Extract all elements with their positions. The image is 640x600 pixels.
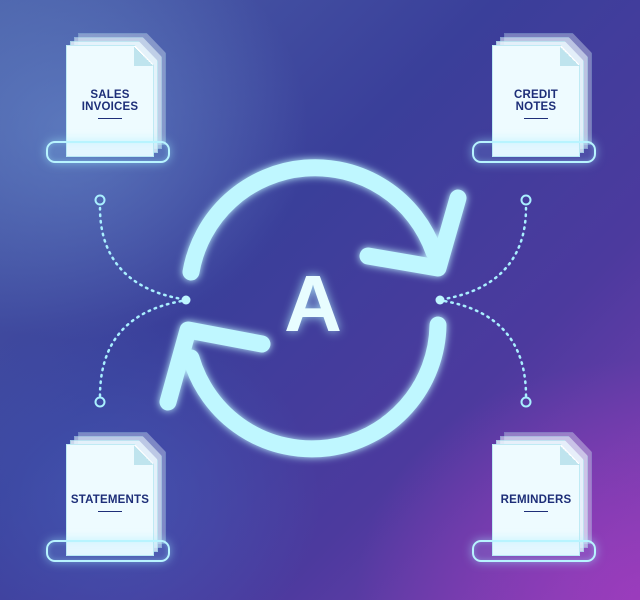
node-bottom-left [94, 396, 106, 408]
document-page: REMINDERS [492, 444, 580, 556]
connector-bottom-left [98, 299, 184, 398]
document-page: STATEMENTS [66, 444, 154, 556]
document-tray [472, 540, 596, 562]
document-tray [46, 141, 170, 163]
doc-credit-notes: CREDIT NOTES [472, 33, 600, 163]
document-tray [472, 141, 596, 163]
doc-label: CREDIT NOTES [513, 88, 558, 113]
document-tray [46, 540, 170, 562]
node-top-left [94, 194, 106, 206]
node-bottom-right [520, 396, 532, 408]
doc-statements: STATEMENTS [46, 432, 174, 562]
doc-reminders: REMINDERS [472, 432, 600, 562]
doc-underline [98, 117, 122, 120]
doc-sales-invoices: SALES INVOICES [46, 33, 174, 163]
connector-top-right [442, 206, 528, 301]
sync-arrows-icon [159, 159, 467, 458]
doc-label: SALES INVOICES [81, 88, 139, 113]
hub-dot-left [181, 295, 191, 305]
document-page: SALES INVOICES [66, 45, 154, 157]
node-top-right [520, 194, 532, 206]
doc-underline [98, 510, 122, 513]
connector-top-left [98, 206, 184, 301]
hub-dot-right [435, 295, 445, 305]
connector-bottom-right [442, 299, 528, 398]
document-page: CREDIT NOTES [492, 45, 580, 157]
doc-underline [524, 117, 548, 120]
center-letter: A [284, 259, 342, 348]
doc-label: REMINDERS [500, 493, 572, 506]
doc-underline [524, 510, 548, 513]
doc-label: STATEMENTS [70, 493, 150, 506]
